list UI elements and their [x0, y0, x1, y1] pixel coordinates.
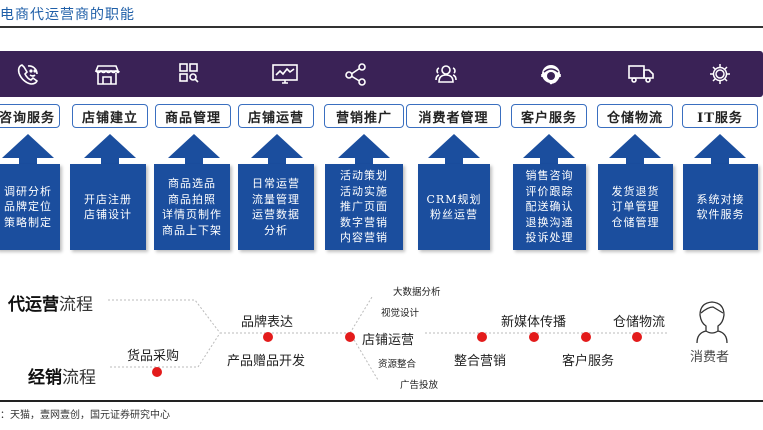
users-icon — [431, 60, 461, 88]
store-sub-visual: 视觉设计 — [381, 308, 420, 319]
desc-line: 商品拍照 — [168, 192, 216, 206]
up-arrow — [523, 134, 575, 166]
function-label-logistics: 仓储物流 — [597, 104, 673, 128]
desc-line: 店铺设计 — [84, 208, 132, 221]
up-arrow — [84, 134, 136, 166]
function-desc-consumer-mgmt: CRM规划 粉丝运营 — [418, 164, 490, 250]
function-desc-store-ops: 日常运营 流量管理 运营数据 分析 — [238, 164, 314, 250]
connector-dai-to-brand — [108, 299, 221, 334]
product-grid-search-icon — [174, 60, 204, 88]
dot-new-media — [529, 332, 539, 342]
up-arrow — [251, 134, 303, 166]
desc-line: 日常运营 — [252, 177, 300, 190]
flow-label-jingxiao: 经销流程 — [28, 368, 96, 388]
desc-line: 流量管理 — [252, 192, 300, 206]
connector-store-down — [349, 332, 379, 381]
node-brand-expression: 品牌表达 — [241, 315, 294, 330]
desc-line: CRM规划 — [426, 192, 482, 206]
truck-icon — [626, 60, 656, 88]
up-arrow — [609, 134, 661, 166]
icon-band — [0, 51, 763, 97]
store-sub-ads: 广告投放 — [400, 380, 439, 391]
source-note: ：天猫，壹网壹创，国元证券研究中心 — [0, 410, 170, 421]
connector-jing-to-brand — [110, 332, 221, 368]
node-integrated-marketing: 整合营销 — [454, 354, 507, 369]
bottom-divider — [0, 400, 763, 402]
dot-brand — [263, 332, 273, 342]
flow-connectors — [108, 296, 728, 381]
function-desc-logistics: 发货退货 订单管理 仓储管理 — [598, 164, 673, 250]
node-procurement: 货品采购 — [127, 349, 180, 364]
up-arrow — [168, 134, 220, 166]
page-title: 电商代运营商的职能 — [0, 7, 135, 23]
up-arrow — [694, 134, 746, 166]
desc-line: 粉丝运营 — [430, 208, 478, 221]
flow-label-dai-yunying: 代运营流程 — [8, 295, 93, 315]
desc-line: 品牌定位 — [4, 200, 52, 214]
headset-agent-icon — [536, 60, 566, 88]
node-consumer: 消费者 — [690, 350, 730, 365]
node-store-operation: 店铺运营 — [362, 333, 415, 348]
function-label-marketing: 营销推广 — [324, 104, 404, 128]
up-arrow — [338, 134, 390, 166]
desc-line: 策略制定 — [4, 215, 52, 229]
desc-line: 活动实施 — [340, 184, 388, 198]
function-label-store-setup: 店铺建立 — [72, 104, 148, 128]
function-desc-product-mgmt: 商品选品 商品拍照 详情页制作 商品上下架 — [154, 164, 230, 250]
function-desc-it: 系统对接 软件服务 — [683, 164, 758, 250]
desc-line: 商品上下架 — [162, 223, 222, 237]
store-icon — [92, 60, 122, 88]
desc-line: 配送确认 — [525, 200, 574, 214]
desc-line: 开店注册 — [84, 192, 132, 206]
desc-line: 系统对接 — [696, 192, 745, 206]
dot-logistics — [632, 332, 642, 342]
desc-line: 投诉处理 — [525, 231, 574, 245]
desc-line: 推广页面 — [340, 200, 388, 214]
desc-line: 发货退货 — [611, 184, 660, 198]
store-sub-bigdata: 大数据分析 — [393, 287, 441, 298]
function-label-store-ops: 店铺运营 — [238, 104, 314, 128]
monitor-chart-icon — [270, 60, 300, 88]
node-product-gift-dev: 产品赠品开发 — [227, 354, 306, 369]
connector-store-up — [349, 296, 373, 334]
up-arrow — [2, 134, 54, 166]
desc-line: 销售咨询 — [525, 169, 574, 183]
phone-consult-icon — [14, 60, 44, 88]
node-customer-service: 客户服务 — [562, 354, 615, 369]
desc-line: 评价跟踪 — [525, 184, 574, 198]
desc-line: 运营数据 — [252, 208, 300, 221]
consumer-avatar-icon — [696, 301, 728, 344]
function-desc-customer-service: 销售咨询 评价跟踪 配送确认 退换沟通 投诉处理 — [513, 164, 586, 250]
dot-store-ops — [345, 332, 355, 342]
function-label-consumer-mgmt: 消费者管理 — [406, 104, 501, 128]
desc-line: 内容营销 — [340, 231, 388, 245]
function-label-customer-service: 客户服务 — [511, 104, 587, 128]
desc-line: 详情页制作 — [162, 208, 222, 221]
function-desc-consulting: 调研分析 品牌定位 策略制定 — [0, 164, 60, 250]
desc-line: 活动策划 — [340, 169, 388, 183]
function-label-consulting: 咨询服务 — [0, 104, 60, 128]
desc-line: 仓储管理 — [611, 215, 660, 229]
function-desc-marketing: 活动策划 活动实施 推广页面 数字营销 内容营销 — [325, 164, 403, 250]
desc-line: 调研分析 — [4, 184, 52, 198]
desc-line: 软件服务 — [696, 208, 745, 221]
desc-line: 数字营销 — [340, 215, 388, 229]
store-sub-resource: 资源整合 — [378, 359, 417, 370]
gear-icon — [705, 60, 735, 88]
dot-procurement — [152, 367, 162, 377]
function-label-product-mgmt: 商品管理 — [155, 104, 231, 128]
desc-line: 分析 — [264, 223, 288, 237]
dot-customer-service — [581, 332, 591, 342]
desc-line: 订单管理 — [611, 200, 660, 214]
up-arrow — [428, 134, 480, 166]
function-desc-store-setup: 开店注册 店铺设计 — [70, 164, 146, 250]
function-label-it: IT服务 — [682, 104, 758, 128]
node-warehouse-logistics: 仓储物流 — [613, 315, 666, 330]
desc-line: 退换沟通 — [525, 215, 574, 229]
top-divider — [0, 26, 763, 28]
node-new-media: 新媒体传播 — [501, 315, 567, 330]
share-icon — [341, 60, 371, 88]
desc-line: 商品选品 — [168, 177, 216, 190]
dot-integrated-marketing — [477, 332, 487, 342]
